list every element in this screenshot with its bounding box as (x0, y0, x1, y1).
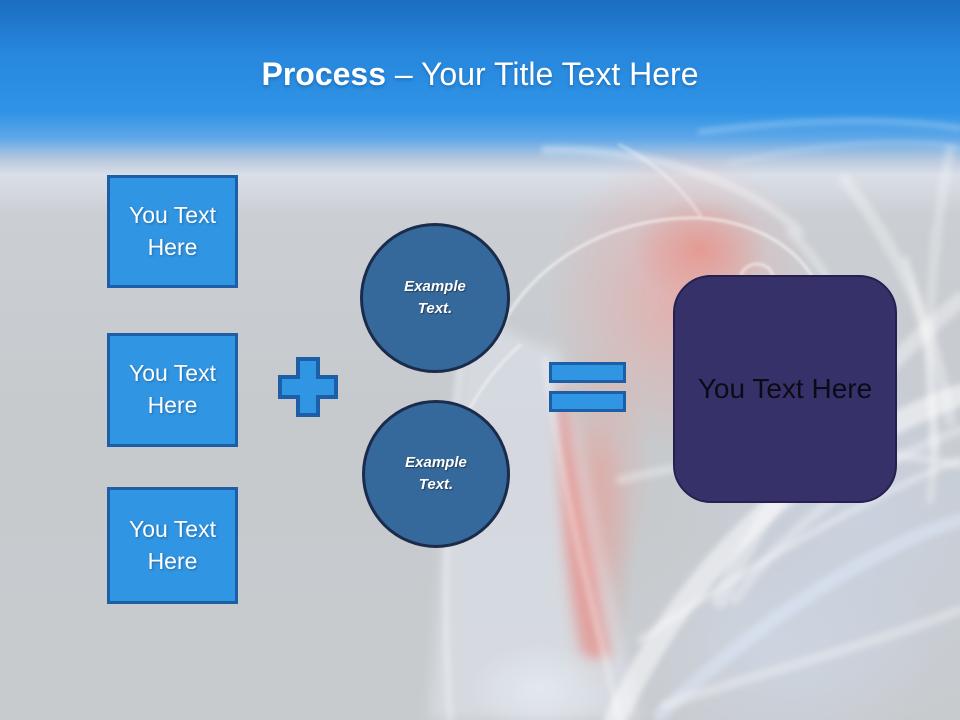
example-circle-2-label: Example Text. (405, 453, 467, 494)
input-box-1[interactable]: You Text Here (107, 175, 238, 288)
example-circle-2[interactable]: Example Text. (362, 400, 510, 548)
input-box-2[interactable]: You Text Here (107, 333, 238, 447)
equals-icon (549, 362, 626, 412)
result-box[interactable]: You Text Here (673, 275, 897, 503)
plus-icon (278, 357, 338, 417)
title-subtitle: – Your Title Text Here (386, 56, 699, 92)
result-box-label: You Text Here (697, 373, 873, 404)
input-box-2-label: You Text Here (129, 360, 216, 418)
equals-bottom-bar (549, 391, 626, 412)
input-box-1-label: You Text Here (129, 201, 216, 260)
example-circle-1[interactable]: Example Text. (360, 223, 510, 373)
title-keyword: Process (261, 56, 387, 92)
input-box-3[interactable]: You Text Here (107, 487, 238, 604)
equals-top-bar (549, 362, 626, 383)
slide-title[interactable]: Process – Your Title Text Here (0, 52, 960, 96)
example-circle-1-label: Example Text. (404, 277, 466, 318)
input-box-3-label: You Text Here (129, 515, 216, 574)
